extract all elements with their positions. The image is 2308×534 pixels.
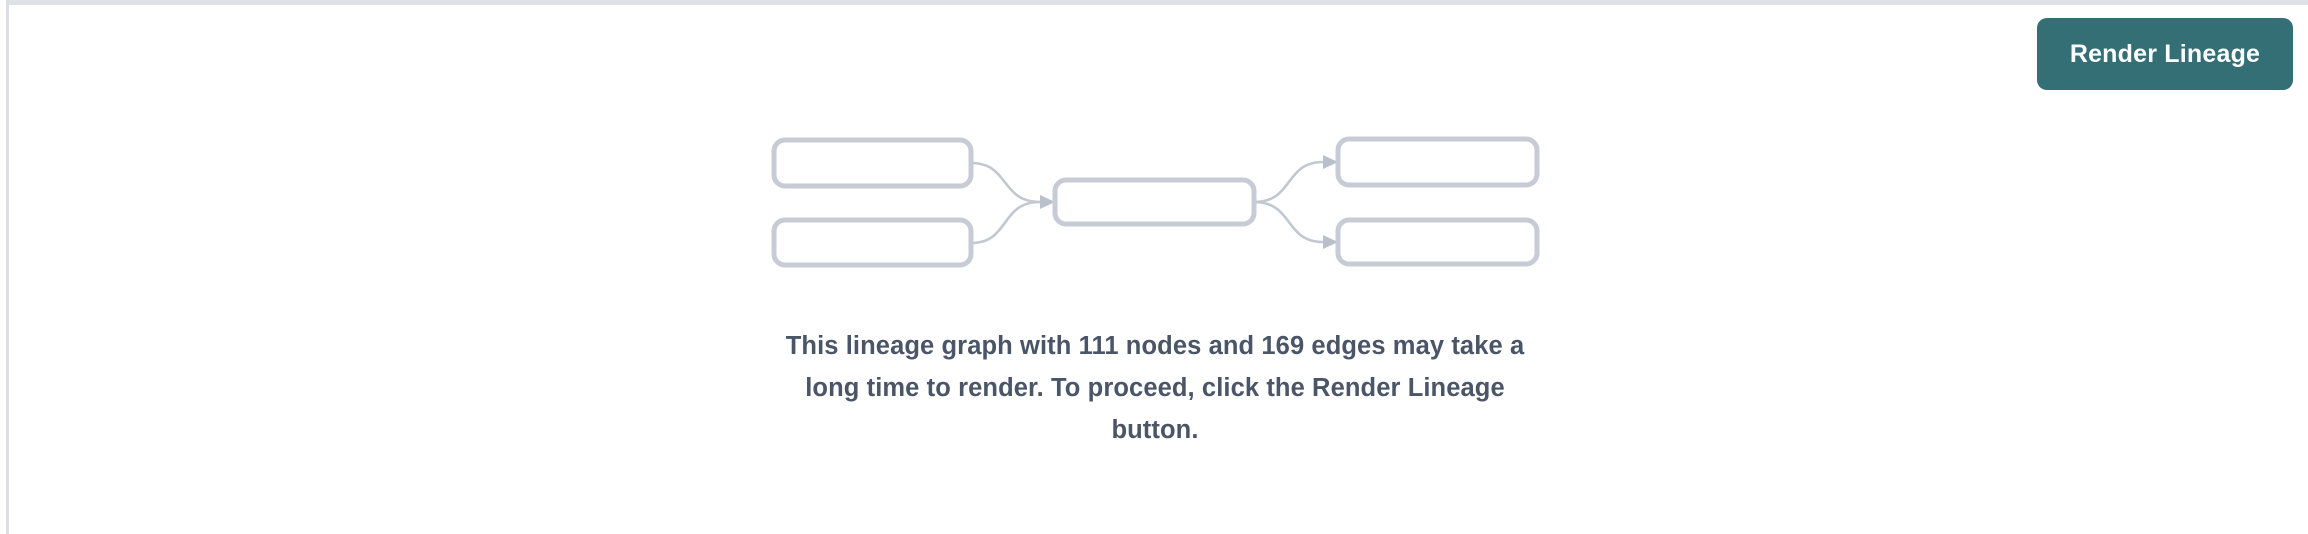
graph-node-left-1 — [771, 137, 974, 189]
edge-left1-to-center — [970, 161, 1041, 204]
arrowhead-into-center — [1040, 195, 1055, 209]
render-lineage-button[interactable]: Render Lineage — [2037, 18, 2293, 90]
top-divider — [6, 0, 2308, 5]
graph-node-center-1 — [1052, 177, 1257, 227]
lineage-warning-message: This lineage graph with 111 nodes and 16… — [785, 332, 1525, 444]
graph-node-right-2 — [1335, 217, 1540, 267]
graph-node-left-2 — [771, 217, 974, 268]
arrowhead-into-right1 — [1323, 155, 1338, 169]
edge-center-to-right2 — [1253, 200, 1324, 244]
graph-node-right-1 — [1335, 136, 1540, 188]
arrowhead-into-right2 — [1323, 235, 1338, 249]
edge-left2-to-center — [970, 200, 1041, 245]
left-divider — [6, 0, 9, 534]
edge-center-to-right1 — [1253, 160, 1324, 204]
